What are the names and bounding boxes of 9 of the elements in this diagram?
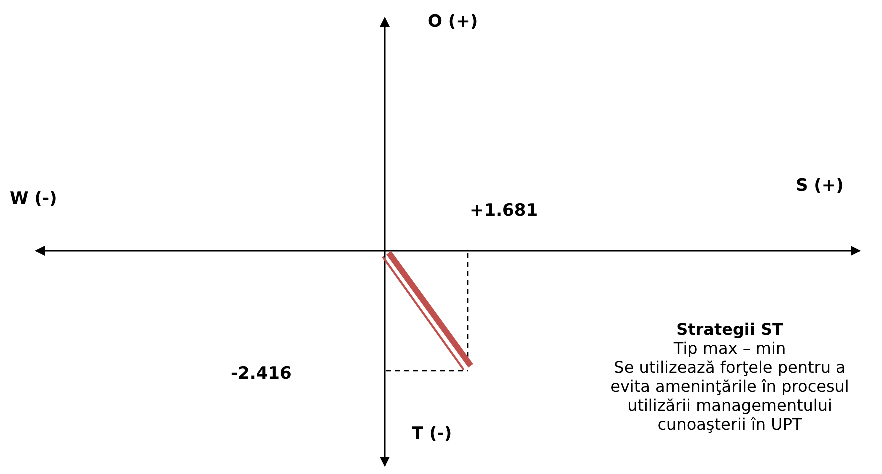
axis-label: T (-) (412, 424, 452, 444)
value-label: +1.681 (470, 201, 538, 221)
strategy-description: Se utilizează forţele pentru a evita ameninţările în procesul utilizării managementului cunoaşterii în UPT (610, 358, 850, 434)
axis-label: S (+) (796, 176, 844, 196)
strategy-type: Tip max – min (672, 339, 788, 358)
axis-label: O (+) (428, 12, 478, 32)
strategy-heading: Strategii ST (676, 320, 784, 339)
axis-label: W (-) (10, 189, 58, 209)
value-label: -2.416 (231, 364, 292, 384)
